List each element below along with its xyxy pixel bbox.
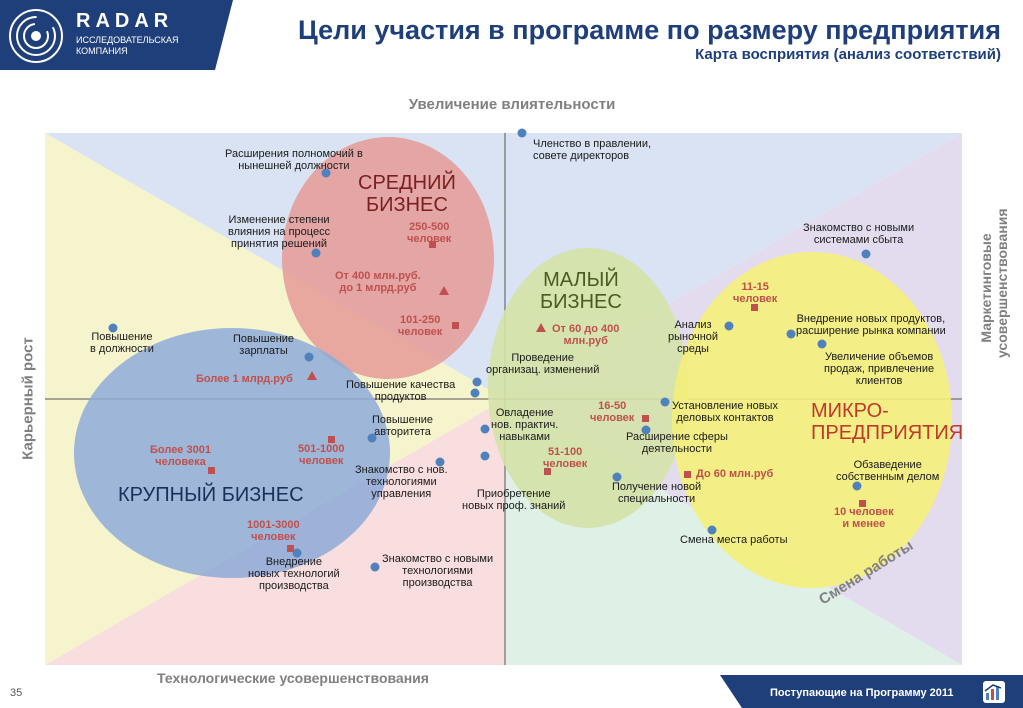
group-label-small: МАЛЫЙ БИЗНЕС — [540, 269, 622, 313]
micro-business-ellipse — [672, 252, 952, 588]
group-label-micro: МИКРО- ПРЕДПРИЯТИЯ — [811, 400, 964, 444]
header: RADAR ИССЛЕДОВАТЕЛЬСКАЯ КОМПАНИЯ Цели уч… — [0, 0, 1023, 72]
group-label-medium: СРЕДНИЙ БИЗНЕС — [358, 172, 456, 216]
attribute-label: 16-50 человек — [590, 400, 635, 424]
goal-label: Расширение сферы деятельности — [626, 431, 728, 455]
attribute-label: 11-15 человек — [733, 281, 778, 305]
attribute-markers — [208, 241, 866, 552]
goal-marker — [311, 248, 321, 258]
goal-label: Получение новой специальности — [612, 481, 702, 505]
axis-label-right: Маркетинговые усовершенствования — [978, 208, 1010, 358]
goal-label: Внедрение новых продуктов, расширение ры… — [796, 313, 946, 337]
goal-label: Внедрение новых технологий производства — [248, 556, 340, 592]
attribute-label: От 60 до 400 млн.руб — [552, 323, 620, 347]
attribute-marker — [452, 322, 459, 329]
attribute-marker — [751, 304, 758, 311]
attribute-label: 1001-3000 человек — [247, 519, 300, 543]
goal-marker — [707, 525, 717, 535]
goal-marker — [370, 562, 380, 572]
goal-label: Знакомство с новыми технологиями произво… — [382, 553, 494, 589]
attribute-label: 101-250 человек — [398, 314, 443, 338]
attribute-label: До 60 млн.руб — [696, 468, 774, 480]
goal-marker — [786, 329, 796, 339]
page-title: Цели участия в программе по размеру пред… — [298, 15, 1001, 45]
axis-label-top: Увеличение влиятельности — [408, 96, 616, 113]
goal-label: Изменение степени влияния на процесс при… — [228, 214, 331, 250]
goal-label: Обзаведение собственным делом — [836, 459, 940, 483]
attribute-marker — [208, 467, 215, 474]
goal-marker — [435, 457, 445, 467]
goal-label: Установление новых деловых контактов — [672, 400, 778, 424]
goal-label: Повышение зарплаты — [233, 333, 295, 357]
small-business-ellipse — [488, 248, 688, 528]
goal-marker — [612, 472, 622, 482]
goal-label: Знакомство с новыми системами сбыта — [803, 222, 915, 246]
goal-marker — [480, 451, 490, 461]
goal-marker — [517, 128, 527, 138]
large-business-ellipse — [74, 328, 390, 578]
goal-markers — [108, 128, 871, 572]
attribute-marker — [328, 436, 335, 443]
program-logo-icon — [983, 681, 1005, 703]
goal-marker — [472, 377, 482, 387]
goal-label: Расширения полномочий в нынешней должнос… — [225, 148, 363, 172]
attribute-marker — [439, 286, 449, 295]
attribute-marker — [287, 545, 294, 552]
goal-marker — [817, 339, 827, 349]
attribute-label: От 400 млн.руб. до 1 млрд.руб — [335, 270, 421, 294]
attribute-label: 51-100 человек — [543, 446, 588, 470]
top-region — [45, 133, 962, 399]
attribute-label: 10 человек и менее — [834, 506, 894, 530]
attribute-label: Более 3001 человека — [150, 444, 211, 468]
goal-label: Анализ рыночной среды — [668, 319, 719, 355]
attribute-marker — [544, 468, 551, 475]
attribute-label: Более 1 млрд.руб — [196, 373, 293, 385]
goal-marker — [852, 481, 862, 491]
goal-label: Проведение организац. изменений — [486, 352, 600, 376]
goal-label: Овладение нов. практич. навыками — [491, 407, 559, 443]
goal-label: Приобретение новых проф. знаний — [462, 488, 566, 512]
goal-label: Повышение качества продуктов — [346, 379, 456, 403]
goal-marker — [724, 321, 734, 331]
goal-marker — [108, 323, 118, 333]
attribute-marker — [429, 241, 436, 248]
group-label-large: КРУПНЫЙ БИЗНЕС — [118, 484, 304, 506]
axis-label-left: Карьерный рост — [19, 337, 37, 460]
goal-marker — [480, 424, 490, 434]
attribute-marker — [642, 415, 649, 422]
goal-label: Знакомство с нов. технологиями управлени… — [355, 464, 448, 500]
logo-name: RADAR — [76, 10, 174, 32]
goal-label: Увеличение объемов продаж, привлечение к… — [824, 351, 935, 387]
attribute-label: 501-1000 человек — [298, 443, 345, 467]
goal-marker — [321, 168, 331, 178]
attribute-marker — [684, 471, 691, 478]
logo: RADAR ИССЛЕДОВАТЕЛЬСКАЯ КОМПАНИЯ — [0, 0, 233, 70]
goal-marker — [292, 548, 302, 558]
attribute-marker — [859, 500, 866, 507]
goal-label: Повышение в должности — [90, 331, 154, 355]
goal-marker — [367, 433, 377, 443]
axis-label-bottom: Технологические усовершенствования — [120, 670, 466, 686]
goal-marker — [304, 352, 314, 362]
goal-label: Смена места работы — [680, 534, 788, 546]
footer-text: Поступающие на Программу 2011 — [770, 687, 954, 699]
goal-marker — [660, 397, 670, 407]
page-subtitle: Карта восприятия (анализ соответствий) — [695, 46, 1001, 63]
goal-marker — [861, 249, 871, 259]
medium-business-ellipse — [282, 137, 494, 379]
radar-logo-icon — [9, 9, 63, 63]
goal-label: Членство в правлении, совете директоров — [533, 138, 652, 162]
page-number: 35 — [10, 687, 23, 699]
goal-marker — [470, 388, 480, 398]
logo-subtitle: ИССЛЕДОВАТЕЛЬСКАЯ КОМПАНИЯ — [76, 35, 179, 56]
attribute-marker — [536, 323, 546, 332]
goal-marker — [641, 425, 651, 435]
goal-label: Повышение авторитета — [372, 414, 434, 438]
attribute-marker — [307, 371, 317, 380]
attribute-label: 250-500 человек — [407, 221, 452, 245]
